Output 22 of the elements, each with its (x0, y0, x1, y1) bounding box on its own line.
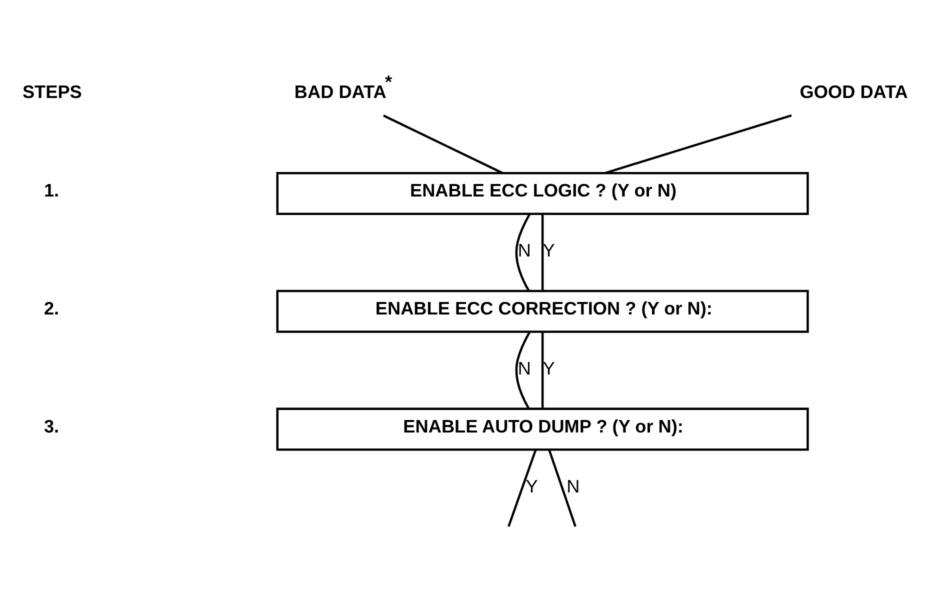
connector (604, 114, 792, 174)
label: 1. (44, 180, 60, 201)
node-box: ENABLE AUTO DUMP ? (Y or N): (276, 408, 809, 451)
edge-label: Y (542, 358, 555, 379)
edge-label: Y (526, 476, 538, 496)
edge-label: N (518, 240, 531, 261)
label: STEPS (22, 82, 82, 102)
edge-label: N (566, 476, 580, 496)
edge-label: N (518, 358, 531, 379)
node-box: ENABLE ECC CORRECTION ? (Y or N): (276, 290, 809, 333)
connector (515, 331, 531, 410)
connector (508, 449, 537, 527)
connector (515, 214, 531, 292)
edge-label: Y (542, 240, 555, 261)
node-text: GOOD DATA (800, 82, 908, 102)
connector (541, 332, 544, 409)
node-box: ENABLE ECC LOGIC ? (Y or N) (276, 172, 809, 216)
connector (541, 214, 544, 291)
label: 3. (44, 416, 60, 436)
connector (548, 449, 576, 527)
label: 2. (44, 298, 60, 319)
connector (382, 114, 504, 174)
